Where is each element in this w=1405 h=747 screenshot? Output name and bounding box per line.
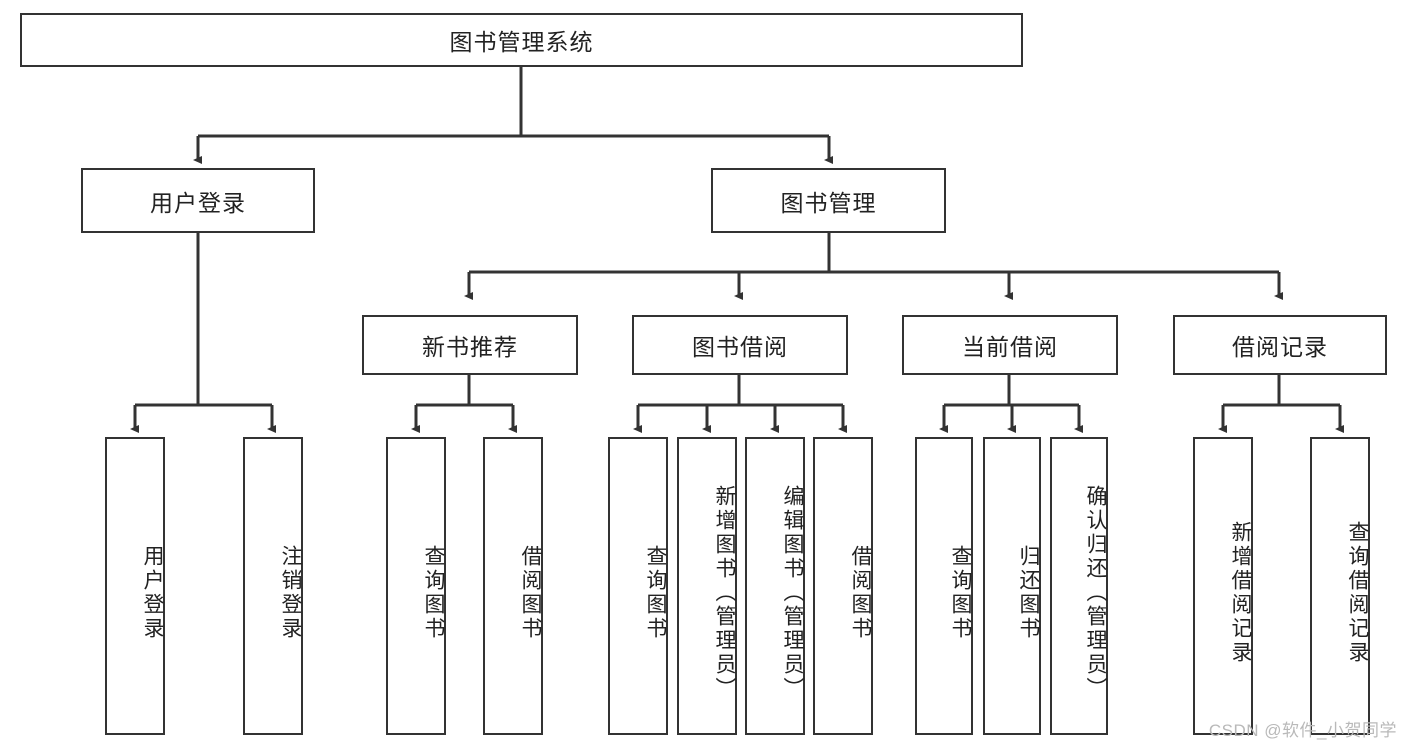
node-label: 当前借阅 <box>962 334 1058 360</box>
node-label: 确认归还（管理员） <box>1084 485 1107 701</box>
leaf-borrow-add-book-admin[interactable]: 新增图书（管理员） <box>677 437 737 735</box>
leaf-current-query-book[interactable]: 查询图书 <box>915 437 973 735</box>
node-label: 编辑图书（管理员） <box>781 485 804 701</box>
node-label: 新增借阅记录 <box>1229 521 1252 665</box>
leaf-record-add-borrow-record[interactable]: 新增借阅记录 <box>1193 437 1253 735</box>
node-label: 查询图书 <box>949 545 972 641</box>
watermark: CSDN @软件_小贺同学 <box>1208 721 1397 740</box>
node-label: 查询借阅记录 <box>1346 521 1369 665</box>
leaf-current-return-book[interactable]: 归还图书 <box>983 437 1041 735</box>
node-label: 注销登录 <box>279 545 302 641</box>
node-label: 借阅图书 <box>519 545 542 641</box>
leaf-borrow-edit-book-admin[interactable]: 编辑图书（管理员） <box>745 437 805 735</box>
node-label: 新增图书（管理员） <box>713 485 736 701</box>
node-label: 查询图书 <box>422 545 445 641</box>
node-label: 用户登录 <box>150 189 246 216</box>
node-label: 图书管理系统 <box>449 29 594 55</box>
node-label: 用户登录 <box>141 545 164 641</box>
leaf-user-login-logout[interactable]: 注销登录 <box>243 437 303 735</box>
node-root-library-management-system[interactable]: 图书管理系统 <box>20 13 1023 67</box>
leaf-record-query-borrow-record[interactable]: 查询借阅记录 <box>1310 437 1370 735</box>
leaf-new-book-query[interactable]: 查询图书 <box>386 437 446 735</box>
node-label: 归还图书 <box>1017 545 1040 641</box>
node-label: 新书推荐 <box>422 334 518 360</box>
node-user-login[interactable]: 用户登录 <box>81 168 315 233</box>
node-book-management[interactable]: 图书管理 <box>711 168 946 233</box>
node-new-book-recommend[interactable]: 新书推荐 <box>362 315 578 375</box>
node-label: 图书管理 <box>780 189 877 216</box>
node-current-borrow[interactable]: 当前借阅 <box>902 315 1118 375</box>
node-book-borrow[interactable]: 图书借阅 <box>632 315 848 375</box>
node-label: 查询图书 <box>644 545 667 641</box>
leaf-user-login-login[interactable]: 用户登录 <box>105 437 165 735</box>
leaf-borrow-borrow-book[interactable]: 借阅图书 <box>813 437 873 735</box>
leaf-current-confirm-return-admin[interactable]: 确认归还（管理员） <box>1050 437 1108 735</box>
node-label: 借阅记录 <box>1232 334 1328 360</box>
node-borrow-record[interactable]: 借阅记录 <box>1173 315 1387 375</box>
node-label: 借阅图书 <box>849 545 872 641</box>
leaf-new-book-borrow[interactable]: 借阅图书 <box>483 437 543 735</box>
node-label: 图书借阅 <box>692 334 788 360</box>
leaf-borrow-query-book[interactable]: 查询图书 <box>608 437 668 735</box>
